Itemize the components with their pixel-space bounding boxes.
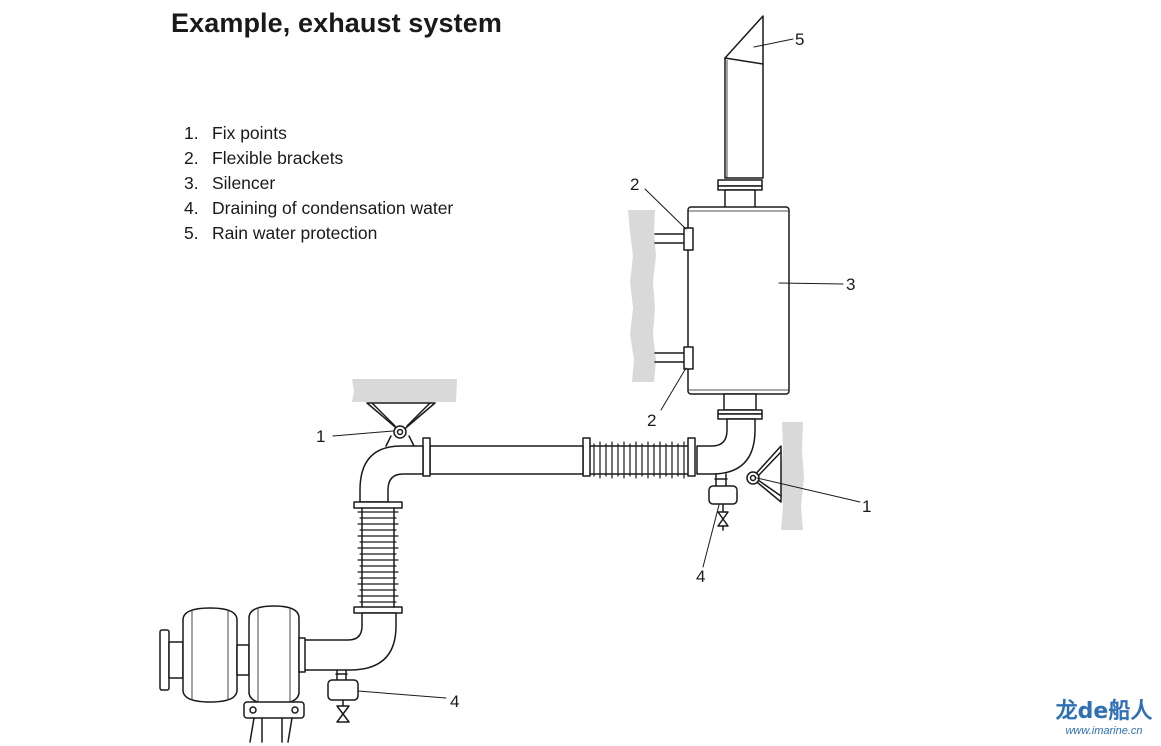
legend-label-rain-protection: Rain water protection xyxy=(212,223,378,243)
pipe-elbow-right xyxy=(696,418,756,475)
condensation-drain-right xyxy=(708,473,738,531)
fix-point-right xyxy=(746,445,782,503)
legend-label-silencer: Silencer xyxy=(212,173,276,193)
legend-item: 5.Rain water protection xyxy=(184,223,378,243)
turbocharger-left xyxy=(159,607,250,703)
pipe-elbow-left-bottom xyxy=(302,612,397,671)
callout-fix-point-right: 1 xyxy=(862,497,871,516)
building-structures xyxy=(352,210,804,530)
watermark-url: www.imarine.cn xyxy=(1065,725,1143,737)
legend-item: 1.Fix points xyxy=(184,123,287,143)
wall-right-fixpoint xyxy=(780,422,804,530)
callout-rain-cap: 5 xyxy=(795,30,804,49)
stack-flange xyxy=(717,179,763,209)
fix-point-left xyxy=(366,402,436,447)
watermark-brand: 龙de船人 xyxy=(1055,699,1153,724)
silencer-bottom-flange xyxy=(717,393,763,420)
legend-item: 4.Draining of condensation water xyxy=(184,198,454,218)
legend-item: 2.Flexible brackets xyxy=(184,148,344,168)
condensation-drain-left xyxy=(327,669,359,723)
horizontal-pipe xyxy=(422,437,584,477)
pipe-elbow-left-top xyxy=(359,445,424,503)
flexible-bellows-left xyxy=(353,501,403,614)
flexible-bracket-top xyxy=(654,227,694,251)
bellows-ribs-right xyxy=(593,441,685,479)
diagram-title: Example, exhaust system xyxy=(171,8,502,38)
legend-label-condensation-drain: Draining of condensation water xyxy=(212,198,454,218)
flexible-bracket-bottom xyxy=(654,346,694,370)
watermark: 龙de船人 www.imarine.cn xyxy=(1050,700,1158,738)
bellows-ribs-left xyxy=(357,511,399,603)
turbocharger-right xyxy=(248,605,306,705)
callout-fix-point-left: 1 xyxy=(316,427,325,446)
wall-left-of-silencer xyxy=(628,210,656,382)
legend-label-flexible-brackets: Flexible brackets xyxy=(212,148,344,168)
legend-list: 1.Fix points 2.Flexible brackets 3.Silen… xyxy=(184,121,453,246)
callout-drain-left: 4 xyxy=(450,692,459,711)
callout-silencer: 3 xyxy=(846,275,855,294)
flexible-bellows-right xyxy=(582,437,696,479)
leader-lines xyxy=(332,38,861,699)
ceiling-beam xyxy=(352,379,457,402)
silencer-body xyxy=(687,206,790,395)
rain-water-cap xyxy=(724,15,764,179)
turbo-outlet-flange xyxy=(243,701,305,743)
callout-labels: 1 1 2 2 3 4 4 5 xyxy=(316,30,871,711)
legend-label-fix-points: Fix points xyxy=(212,123,287,143)
callout-bracket-top: 2 xyxy=(630,175,639,194)
callout-drain-right: 4 xyxy=(696,567,705,586)
legend-item: 3.Silencer xyxy=(184,173,276,193)
callout-bracket-bottom: 2 xyxy=(647,411,656,430)
